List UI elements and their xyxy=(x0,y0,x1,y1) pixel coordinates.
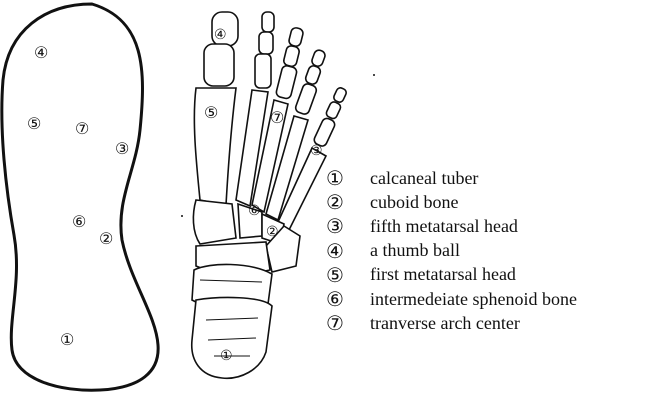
marker-5-footprint: ⑤ xyxy=(27,114,41,133)
legend: ① calcaneal tuber ② cuboid bone ③ fifth … xyxy=(326,166,577,335)
toe3-proximal xyxy=(275,65,297,100)
legend-number: ⑦ xyxy=(326,311,370,335)
toe4-distal xyxy=(311,49,327,68)
toe3-middle xyxy=(283,45,300,68)
legend-row: ⑤ first metatarsal head xyxy=(326,263,577,287)
legend-label: intermedeiate sphenoid bone xyxy=(370,289,577,310)
marker-4-skeleton: ④ xyxy=(214,27,227,43)
marker-7-footprint: ⑦ xyxy=(75,119,89,138)
legend-number: ⑤ xyxy=(326,263,370,287)
marker-5-skeleton: ⑤ xyxy=(204,103,218,122)
marker-3-footprint: ③ xyxy=(115,139,129,158)
medial-cuneiform xyxy=(193,200,236,244)
toe4-proximal xyxy=(294,83,317,116)
foot-skeleton xyxy=(192,12,348,378)
legend-row: ④ a thumb ball xyxy=(326,239,577,263)
footprint-outline xyxy=(2,4,158,390)
marker-6-footprint: ⑥ xyxy=(72,212,86,231)
legend-row: ③ fifth metatarsal head xyxy=(326,214,577,238)
legend-number: ③ xyxy=(326,214,370,238)
marker-1-footprint: ① xyxy=(60,330,74,349)
marker-6-skeleton: ⑥ xyxy=(248,203,261,219)
toe5-distal xyxy=(333,87,348,104)
legend-row: ② cuboid bone xyxy=(326,190,577,214)
hallux-proximal-phalanx xyxy=(204,44,234,86)
stray-dot xyxy=(181,215,183,217)
toe2-middle xyxy=(259,32,273,54)
toe2-proximal xyxy=(255,54,271,88)
legend-number: ① xyxy=(326,166,370,190)
marker-4-footprint: ④ xyxy=(34,43,48,62)
legend-row: ⑦ tranverse arch center xyxy=(326,311,577,335)
legend-number: ④ xyxy=(326,239,370,263)
marker-2-footprint: ② xyxy=(99,229,113,248)
toe5-middle xyxy=(325,101,342,120)
legend-label: first metatarsal head xyxy=(370,264,516,285)
toe3-distal xyxy=(288,27,304,47)
legend-row: ⑥ intermedeiate sphenoid bone xyxy=(326,287,577,311)
marker-1-skeleton: ① xyxy=(220,348,233,364)
legend-label: cuboid bone xyxy=(370,192,458,213)
toe2-distal xyxy=(262,12,274,32)
legend-number: ⑥ xyxy=(326,287,370,311)
legend-row: ① calcaneal tuber xyxy=(326,166,577,190)
legend-label: tranverse arch center xyxy=(370,313,520,334)
marker-2-skeleton: ② xyxy=(266,224,279,240)
marker-7-skeleton: ⑦ xyxy=(270,108,284,127)
legend-number: ② xyxy=(326,190,370,214)
stray-dot xyxy=(373,74,375,76)
calcaneus xyxy=(192,298,272,379)
legend-label: fifth metatarsal head xyxy=(370,216,518,237)
toe4-middle xyxy=(304,64,321,85)
legend-label: a thumb ball xyxy=(370,240,460,261)
marker-3-skeleton: ③ xyxy=(310,143,323,159)
legend-label: calcaneal tuber xyxy=(370,168,478,189)
